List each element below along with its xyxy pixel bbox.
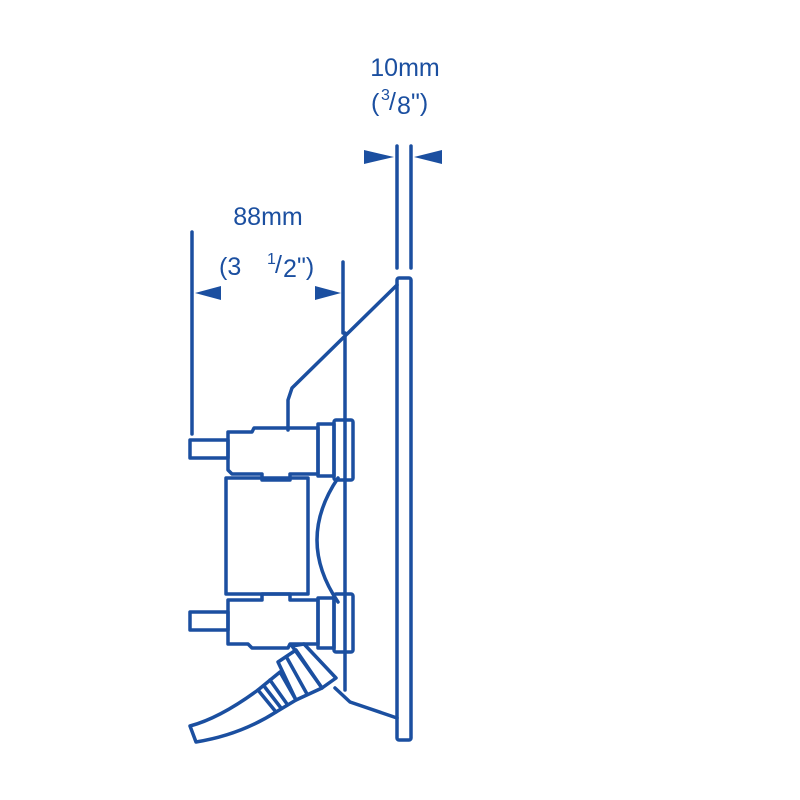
thread-line — [268, 678, 289, 706]
gland-ridge — [285, 656, 309, 696]
lower-body — [226, 592, 320, 650]
thickness-imperial-open: ( — [371, 89, 380, 117]
cable — [188, 688, 278, 744]
depth-imperial-open: (3 — [219, 253, 241, 281]
depth-dimension: 88mm (3 1 / 2 ") — [190, 203, 345, 436]
housing-bottom-slope — [333, 686, 399, 720]
thickness-imperial-close: ") — [411, 89, 428, 117]
flange-plate — [395, 276, 413, 742]
arrow-left-icon — [414, 150, 442, 164]
thickness-dimension: 10mm ( 3 / 8 ") — [364, 54, 442, 270]
upper-fitting — [188, 418, 355, 482]
mounting-flange — [395, 276, 413, 742]
depth-numerator: 1 — [267, 251, 276, 268]
dome-arc — [315, 476, 340, 604]
depth-slash: / — [275, 251, 282, 279]
lower-nut-outer — [332, 592, 355, 654]
thickness-metric-label: 10mm — [370, 54, 439, 82]
upper-pin — [188, 438, 230, 460]
gland-thread — [256, 670, 298, 714]
cable-gland — [188, 642, 338, 744]
center-block — [224, 476, 310, 596]
thickness-denominator: 8 — [397, 92, 411, 120]
lower-pin — [188, 610, 230, 632]
lower-fitting — [188, 592, 355, 654]
upper-nut-outer — [332, 418, 355, 482]
arrow-left-icon — [195, 286, 221, 300]
upper-nut-inner — [316, 422, 336, 478]
upper-body — [226, 426, 320, 482]
thickness-numerator: 3 — [381, 87, 390, 104]
thread-line — [262, 684, 283, 710]
thickness-slash: / — [389, 88, 396, 116]
depth-imperial-close: ") — [297, 253, 314, 281]
arrow-right-icon — [315, 286, 341, 300]
lower-nut-inner — [316, 596, 336, 650]
depth-denominator: 2 — [283, 255, 297, 283]
depth-metric-label: 88mm — [233, 203, 302, 231]
arrow-right-icon — [364, 150, 394, 164]
